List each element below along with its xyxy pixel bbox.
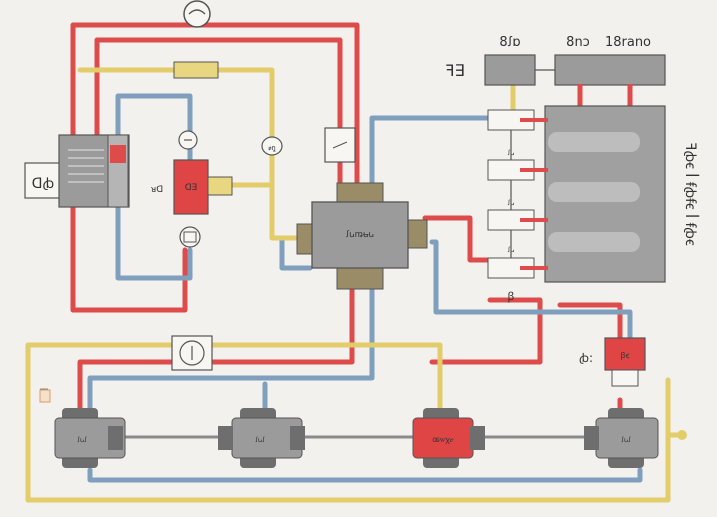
bottom-block-3-red: ꭀꮃꭓꮄ (412, 408, 485, 468)
relay-right: ꞗ꞉ ꞵꞓ (579, 337, 646, 387)
bottom-terminal-label: ꞵ (508, 290, 515, 303)
hub-text: ꭍꭎꬺꭏꭎ (346, 230, 374, 240)
top-gauge (183, 0, 211, 28)
relay-left-tag: ᴚᗡ (151, 185, 163, 195)
top-label-2: 8nɔ (566, 35, 590, 50)
right-terminals: ꭍꭎ ꭍꭎ ꭍꭎ ꞵ (487, 109, 548, 303)
small-marker (39, 389, 51, 403)
top-label-3: 18rano (605, 35, 651, 50)
central-hub: ꭍꭎꬺꭏꭎ (296, 127, 428, 290)
block-text-1: ꭍꭎꭍ (77, 436, 87, 444)
gauge-bottom (171, 335, 213, 371)
block-text-2: ꭍꭎꭍ (255, 436, 265, 444)
red-wires (70, 22, 623, 413)
relay-text: ꓷꓱ (185, 183, 198, 193)
right-header-tag: ꟻ∃ (445, 61, 464, 80)
gauge-left-lower (179, 226, 201, 248)
relay-left: ᴚᗡ ꓷꓱ (151, 159, 233, 215)
gray-bus (40, 388, 585, 439)
right-relay-text: ꞵꞓ (621, 351, 630, 360)
top-right-connectors: 8ꭍɒ 8nɔ 18rano (484, 35, 666, 118)
gauge-small-label: ꬽꬼ (268, 144, 276, 152)
fuse-top (173, 61, 219, 79)
blue-wires (87, 93, 643, 483)
block-text-3: ꭍꭎꭍ (621, 436, 631, 444)
connector-dot (677, 430, 687, 440)
right-block: ꟻꞗꞓ ꟾ ꞙꞗꞙꞓ ꟾ ꞙꞗꞓ (544, 105, 700, 283)
bottom-block-2: ꭍꭎꭍ (218, 408, 305, 468)
right-relay-tag: ꞗ꞉ (579, 351, 593, 365)
right-block-side-text: ꟻꞗꞓ ꟾ ꞙꞗꞙꞓ ꟾ ꞙꞗꞓ (682, 142, 700, 245)
bottom-block-1: ꭍꭎꭍ (54, 408, 126, 468)
gauge-left-upper (178, 130, 198, 150)
left-box-label: ᗡꞗ (32, 176, 54, 192)
bottom-block-4: ꭍꭎꭍ (584, 408, 659, 468)
bottom-red-relay-text: ꭀꮃꭓꮄ (432, 435, 453, 444)
gauge-mid: ꬽꬼ (261, 136, 283, 156)
top-label-1: 8ꭍɒ (499, 35, 520, 50)
left-header-tag: ꟻ∃ (445, 61, 464, 80)
left-module: ᗡꞗ (24, 134, 130, 208)
